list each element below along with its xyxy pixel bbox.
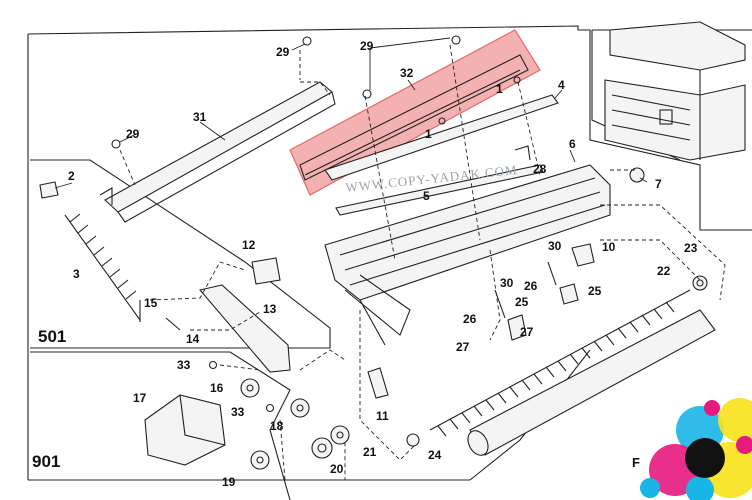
callout-25a: 25 (515, 295, 529, 309)
callout-33a: 33 (177, 358, 191, 372)
screw-33a (208, 360, 218, 370)
gear-21 (330, 425, 350, 445)
callout-29a: 29 (126, 127, 140, 141)
callout-15: 15 (144, 296, 158, 310)
callout-7: 7 (655, 177, 662, 191)
callout-29b: 29 (276, 45, 290, 59)
corner-text: F (632, 455, 640, 470)
callout-6: 6 (569, 137, 576, 151)
copier-thumbnail (591, 21, 752, 161)
callout-12: 12 (242, 238, 256, 252)
callout-22: 22 (657, 264, 671, 278)
callout-23: 23 (684, 241, 698, 255)
part-31-rail (99, 81, 336, 223)
callout-19: 19 (222, 475, 236, 489)
part-6-frame (324, 164, 611, 346)
gear-18 (290, 398, 310, 418)
levers-25 (507, 283, 579, 341)
callout-32: 32 (400, 66, 414, 80)
section-label-901: 901 (32, 452, 60, 471)
screw-29-left (111, 139, 121, 149)
callout-13: 13 (263, 302, 277, 316)
part-3-screw (64, 213, 141, 321)
callout-25b: 25 (588, 284, 602, 298)
part-22-helix-roller (429, 289, 691, 437)
callout-10: 10 (602, 240, 616, 254)
callout-24: 24 (428, 448, 442, 462)
screw-29-mid (362, 35, 461, 99)
section-501-box (30, 159, 331, 349)
gear-19 (250, 450, 270, 470)
assembly-lines (119, 44, 726, 481)
callout-1a: 1 (496, 82, 503, 96)
ring-23 (692, 275, 708, 291)
callout-14: 14 (186, 332, 200, 346)
callout-26b: 26 (524, 279, 538, 293)
callout-16: 16 (210, 381, 224, 395)
callout-11: 11 (376, 409, 389, 423)
callout-18: 18 (270, 419, 284, 433)
part-5-shaft (335, 164, 544, 216)
part-13-bracket (198, 284, 291, 373)
callout-21: 21 (363, 445, 377, 459)
callout-5: 5 (423, 189, 430, 203)
callout-17: 17 (133, 391, 147, 405)
section-901-box (30, 351, 291, 500)
part-10 (571, 243, 595, 267)
callout-33b: 33 (231, 405, 245, 419)
callout-27a: 27 (456, 340, 470, 354)
part-11 (367, 367, 389, 399)
callout-29c: 29 (360, 39, 374, 53)
part-12-block (251, 257, 281, 285)
section-label-501: 501 (38, 327, 66, 346)
ring-24 (406, 433, 420, 447)
gear-20 (311, 437, 333, 459)
callout-30a: 30 (548, 239, 562, 253)
callout-30b: 30 (500, 276, 514, 290)
gear-16 (240, 378, 260, 398)
screw-29-top (302, 36, 312, 46)
callout-20: 20 (330, 462, 344, 476)
callout-4: 4 (558, 78, 565, 92)
large-roller (467, 309, 716, 456)
screw-14 (165, 317, 181, 331)
part-17-housing (144, 394, 226, 466)
callout-3: 3 (73, 267, 80, 281)
callout-1b: 1 (425, 127, 432, 141)
callout-28: 28 (533, 162, 547, 176)
callout-2: 2 (68, 169, 75, 183)
callout-31: 31 (193, 110, 207, 124)
callout-26a: 26 (463, 312, 477, 326)
leader-lines (54, 37, 648, 189)
part-2 (39, 181, 59, 199)
screw-33b (265, 403, 275, 413)
cmyk-logo (640, 398, 752, 500)
part-28 (514, 145, 531, 161)
callout-27b: 27 (520, 325, 534, 339)
part-4-bar (324, 94, 559, 181)
